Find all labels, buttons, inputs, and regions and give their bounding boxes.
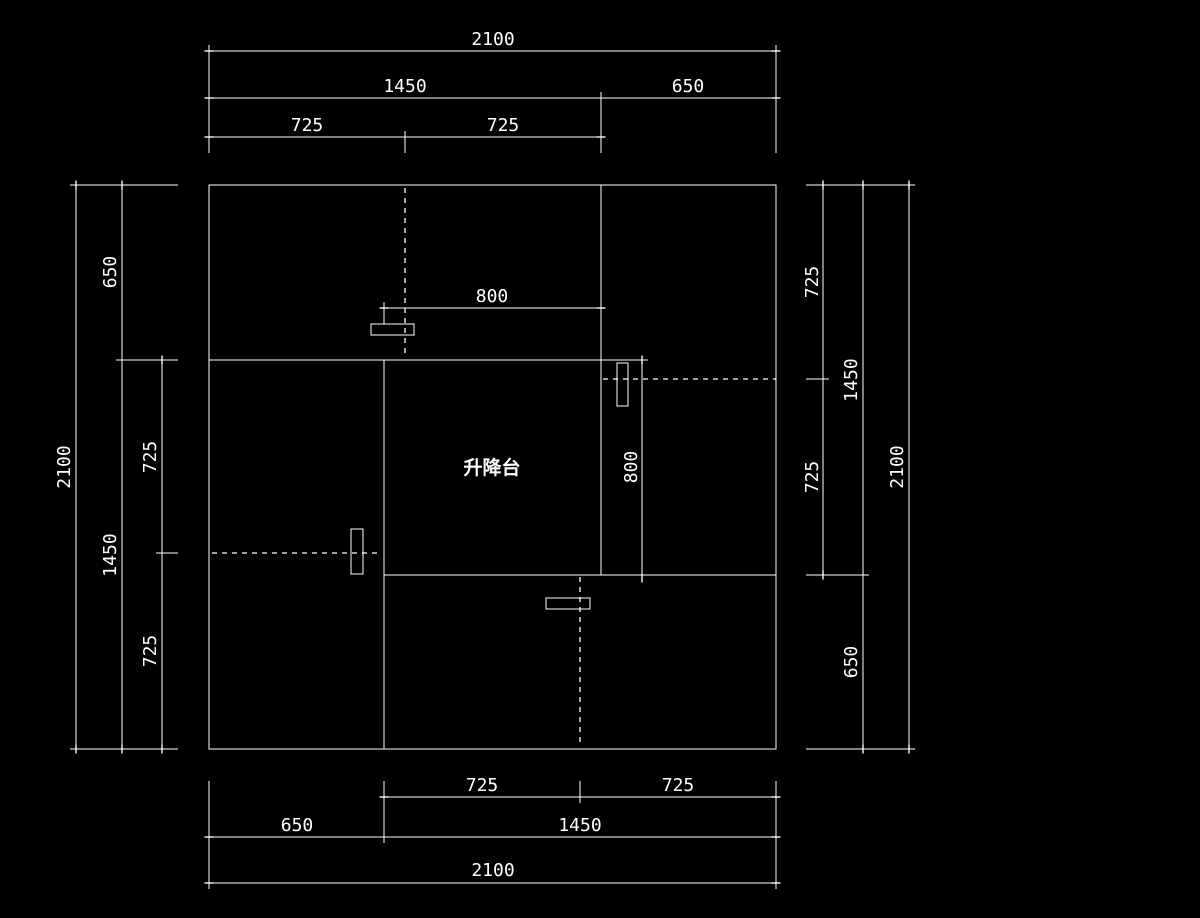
top-dimensions: 2100 1450 650 725 725 [204, 29, 781, 153]
dim-inner-top-width: 800 [476, 286, 509, 307]
dim-top-right-part: 650 [672, 76, 705, 97]
dim-top-left-half: 725 [291, 115, 324, 136]
platform-outline [208, 184, 777, 750]
lift-platform-label: 升降台 [463, 456, 520, 479]
dim-inner-right-height: 800 [621, 451, 642, 484]
dim-left-lower-half: 725 [140, 635, 161, 668]
dim-bottom-left-part: 650 [281, 815, 314, 836]
dim-left-top-part: 650 [100, 256, 121, 289]
dim-bottom-total: 2100 [471, 860, 514, 881]
dim-left-bottom-part: 1450 [100, 533, 121, 576]
dim-right-lower-half: 725 [802, 461, 823, 494]
bottom-dimensions: 725 725 650 1450 2100 [204, 775, 781, 889]
hinge-block-left [350, 528, 364, 575]
hinge-block-right [616, 362, 629, 407]
dim-bottom-right-part: 1450 [558, 815, 601, 836]
hinge-block-top [370, 323, 415, 336]
hinge-block-bottom [545, 597, 591, 610]
left-dimensions: 2100 650 1450 725 725 [54, 180, 178, 754]
dim-top-total: 2100 [471, 29, 514, 50]
dim-top-right-half: 725 [487, 115, 520, 136]
dim-top-left-part: 1450 [383, 76, 426, 97]
dim-right-bottom-part: 650 [841, 646, 862, 679]
dim-bottom-half-right: 725 [662, 775, 695, 796]
dim-left-upper-half: 725 [140, 441, 161, 474]
right-dimensions: 725 725 1450 650 2100 [802, 180, 915, 754]
dim-right-upper-half: 725 [802, 266, 823, 299]
dim-right-total: 2100 [887, 445, 908, 488]
dim-bottom-half-left: 725 [466, 775, 499, 796]
dim-right-top-part: 1450 [841, 358, 862, 401]
dim-left-total: 2100 [54, 445, 75, 488]
